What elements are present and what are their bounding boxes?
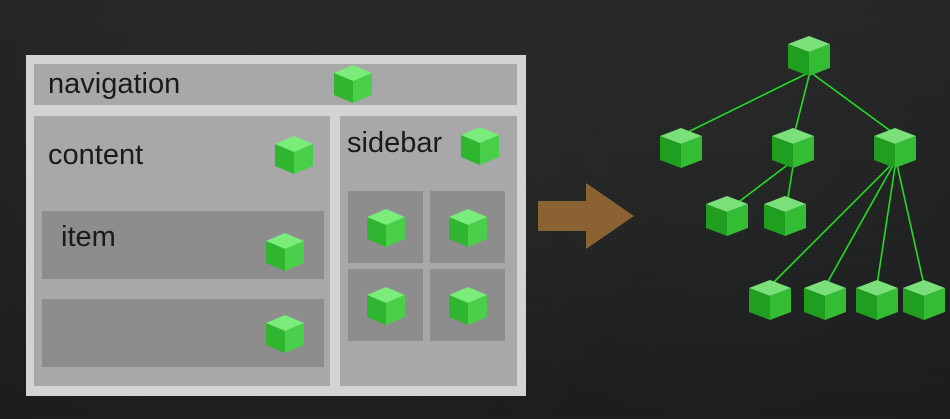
- content-region: content item: [34, 116, 330, 386]
- tree-node: [749, 280, 791, 320]
- sidebar-tile: [430, 269, 505, 341]
- sidebar-tile: [348, 191, 423, 263]
- page-wireframe: navigation content item: [26, 55, 526, 396]
- sidebar-tile: [430, 191, 505, 263]
- tree-node: [874, 128, 916, 168]
- tree-node: [804, 280, 846, 320]
- sidebar-region: sidebar: [340, 116, 517, 386]
- navigation-label: navigation: [48, 68, 181, 100]
- green-cube-icon: [334, 65, 372, 103]
- green-cube-icon: [266, 233, 304, 271]
- tree-node: [660, 128, 702, 168]
- navigation-region: navigation: [34, 64, 517, 105]
- green-cube-icon: [275, 136, 313, 174]
- item-region-empty: [42, 299, 324, 367]
- content-label: content: [48, 139, 144, 171]
- dom-tree-diagram: [660, 36, 945, 320]
- green-cube-icon: [266, 315, 304, 353]
- green-cube-icon: [367, 209, 405, 247]
- tree-node: [772, 128, 814, 168]
- item-region: item: [42, 211, 324, 279]
- tree-node: [706, 196, 748, 236]
- sidebar-tile: [348, 269, 423, 341]
- green-cube-icon: [449, 209, 487, 247]
- tree-node: [856, 280, 898, 320]
- tree-node-root: [788, 36, 830, 76]
- sidebar-label: sidebar: [347, 127, 443, 159]
- right-arrow-icon: [538, 183, 634, 249]
- tree-node: [764, 196, 806, 236]
- green-cube-icon: [367, 287, 405, 325]
- tree-connectors: [681, 71, 925, 286]
- green-cube-icon: [449, 287, 487, 325]
- tree-node: [903, 280, 945, 320]
- item-label: item: [61, 221, 116, 253]
- green-cube-icon: [461, 127, 499, 165]
